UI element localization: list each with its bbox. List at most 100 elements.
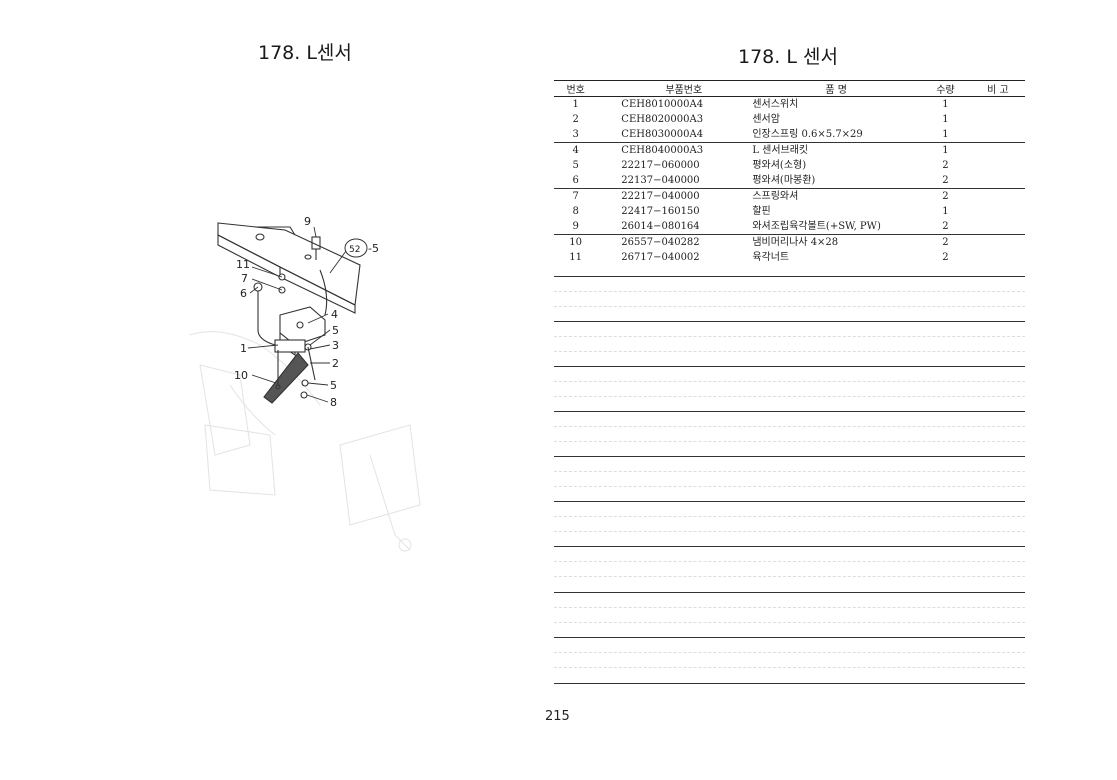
table-rule: [554, 411, 1025, 412]
table-row: 3 CEH8030000A4 인장스프링 0.6×5.7×29 1: [554, 127, 1025, 143]
row-number: 2: [572, 114, 579, 125]
row-number: 10: [569, 237, 583, 248]
callout-label: 3: [332, 339, 339, 352]
table-header-row: 번호 부품번호 품 명 수량 비 고: [554, 80, 1025, 97]
right-page-title: 178. L 센서: [738, 46, 838, 68]
table-faint-rule: [554, 441, 1025, 442]
row-number: 1: [572, 99, 579, 110]
callout-label: 10: [234, 369, 248, 382]
table-row: 6 22137−040000 평와셔(마봉환) 2: [554, 173, 1025, 189]
row-part-number: 26014−080164: [597, 219, 747, 235]
row-number: 9: [554, 219, 598, 235]
row-remarks: [971, 158, 1025, 173]
row-part-number: CEH8040000A3: [621, 145, 704, 156]
table-rule: [554, 637, 1025, 638]
header-quantity: 수량: [919, 80, 971, 97]
row-quantity: 2: [919, 173, 971, 189]
row-remarks: [971, 250, 1025, 265]
callout-label: 1: [240, 342, 247, 355]
row-part-name: 평와셔(소형): [752, 160, 807, 171]
row-quantity: 2: [942, 160, 949, 171]
table-faint-rule: [554, 531, 1025, 532]
row-remarks: [970, 219, 1025, 235]
callout-label: 52: [349, 245, 360, 255]
table-faint-rule: [554, 561, 1025, 562]
row-remarks: [971, 97, 1025, 113]
table-faint-rule: [554, 516, 1025, 517]
row-part-number: 22217−060000: [621, 160, 700, 171]
table-row: 2 CEH8020000A3 센서암 1: [554, 112, 1025, 127]
row-quantity: 2: [942, 191, 949, 202]
row-remarks: [971, 189, 1025, 205]
callout-label: 7: [241, 272, 248, 285]
row-part-number: 22137−040000: [597, 173, 747, 189]
table-faint-rule: [554, 426, 1025, 427]
table-faint-rule: [554, 652, 1025, 653]
row-part-number: 26557−040282: [621, 237, 700, 248]
table-row: 4 CEH8040000A3 L 센서브래킷 1: [554, 143, 1025, 159]
row-part-name: 와셔조립육각볼트(+SW, PW): [746, 219, 920, 235]
table-rule: [554, 592, 1025, 593]
parts-list-table: 번호 부품번호 품 명 수량 비 고 1 CEH8010000A4 센서스위치 …: [554, 80, 1025, 265]
table-faint-rule: [554, 351, 1025, 352]
sensor-switch-assembly: [253, 273, 326, 357]
left-page-title: 178. L센서: [258, 42, 352, 64]
table-row: 1 CEH8010000A4 센서스위치 1: [554, 97, 1025, 113]
row-number: 11: [569, 252, 583, 263]
table-faint-rule: [554, 576, 1025, 577]
row-part-number: CEH8030000A4: [597, 127, 747, 143]
row-part-name: 할핀: [752, 206, 771, 217]
row-quantity: 2: [942, 237, 949, 248]
table-rule: [554, 546, 1025, 547]
header-part-number: 부품번호: [597, 80, 747, 97]
row-quantity: 1: [942, 99, 949, 110]
row-remarks: [971, 112, 1025, 127]
table-rule: [554, 276, 1025, 277]
row-part-number: 22217−040000: [621, 191, 700, 202]
row-quantity: 1: [919, 127, 971, 143]
row-quantity: 2: [942, 252, 949, 263]
table-faint-rule: [554, 667, 1025, 668]
row-part-number: 22417−160150: [621, 206, 700, 217]
bolt-9: [311, 236, 321, 260]
header-part-name: 품 명: [746, 80, 920, 97]
row-remarks: [970, 173, 1025, 189]
page-number: 215: [545, 709, 570, 724]
row-quantity: 1: [942, 114, 949, 125]
row-part-number: CEH8020000A3: [621, 114, 704, 125]
table-rule: [554, 366, 1025, 367]
table-row: 10 26557−040282 냄비머리나사 4×28 2: [554, 235, 1025, 251]
row-part-name: 평와셔(마봉환): [746, 173, 920, 189]
row-quantity: 2: [919, 219, 971, 235]
callout-label: 11: [236, 258, 250, 271]
callout-circle-52: [344, 238, 368, 258]
table-faint-rule: [554, 291, 1025, 292]
leader-lines: [247, 226, 347, 403]
row-part-name: 스프링와셔: [752, 191, 799, 202]
row-remarks: [970, 127, 1025, 143]
table-faint-rule: [554, 471, 1025, 472]
table-faint-rule: [554, 396, 1025, 397]
callout-label: 5: [332, 324, 339, 337]
table-row: 11 26717−040002 육각너트 2: [554, 250, 1025, 265]
callout-label: 4: [331, 308, 338, 321]
row-number: 7: [572, 191, 579, 202]
row-quantity: 1: [942, 206, 949, 217]
row-part-name: 센서스위치: [752, 99, 799, 110]
row-part-name: 냄비머리나사 4×28: [752, 237, 839, 248]
row-quantity: 1: [942, 145, 949, 156]
row-remarks: [971, 204, 1025, 219]
table-faint-rule: [554, 486, 1025, 487]
row-part-number: 26717−040002: [621, 252, 700, 263]
row-remarks: [971, 235, 1025, 251]
table-faint-rule: [554, 336, 1025, 337]
row-number: 3: [554, 127, 598, 143]
row-number: 8: [572, 206, 579, 217]
row-part-name: 인장스프링 0.6×5.7×29: [746, 127, 920, 143]
callout-label: 6: [240, 287, 247, 300]
callout-label: 5: [330, 379, 337, 392]
row-remarks: [971, 143, 1025, 159]
table-faint-rule: [554, 622, 1025, 623]
table-faint-rule: [554, 306, 1025, 307]
table-bottom-rule: [554, 683, 1025, 684]
